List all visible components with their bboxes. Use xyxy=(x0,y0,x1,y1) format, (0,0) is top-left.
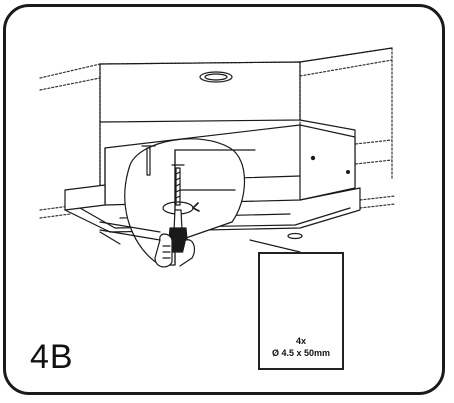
step-label: 4B xyxy=(30,338,74,376)
screw-in-detail xyxy=(141,145,185,206)
cabinet-cutout xyxy=(199,71,233,83)
step-frame xyxy=(3,4,445,395)
vent-hole xyxy=(287,232,303,240)
screw-quantity: 4x xyxy=(295,336,306,346)
screw-spec-box: 4x Ø 4.5 x 50mm xyxy=(258,252,344,370)
screwdriver-hand-icon xyxy=(154,209,196,268)
screw-size: Ø 4.5 x 50mm xyxy=(271,348,331,358)
